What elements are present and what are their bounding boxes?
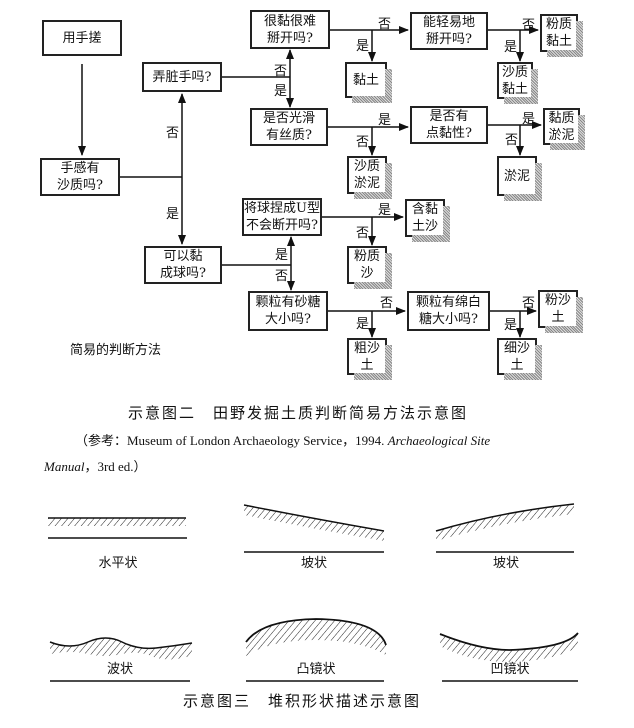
shape-label-horizontal: 水平状: [98, 556, 138, 571]
result-label: 粉沙 土: [540, 292, 576, 326]
label-yes: 是: [522, 112, 536, 127]
reference-title-cont: Manual: [44, 459, 85, 474]
label-no: 否: [275, 269, 289, 284]
node-gritty: 手感有 沙质吗?: [40, 158, 120, 196]
shape-horizontal: [48, 517, 187, 539]
label-no: 否: [356, 135, 370, 150]
label-no: 否: [505, 133, 519, 148]
node-fine-sugar: 颗粒有绵白 糖大小吗?: [407, 291, 490, 331]
label-no: 否: [356, 226, 370, 241]
result-label: 粗沙 土: [349, 340, 385, 373]
node-dirty: 弄脏手吗?: [142, 62, 222, 92]
result-silty-sand: 粉质 沙: [347, 246, 392, 289]
label-no: 否: [522, 18, 536, 33]
shape-slope-up: [435, 503, 575, 553]
result-silty-sand-soil: 粉沙 土: [538, 290, 583, 333]
result-label: 淤泥: [499, 158, 535, 194]
node-sticky-hard: 很黏很难 掰开吗?: [250, 10, 330, 49]
shape-concave: [439, 632, 579, 682]
node-u-shape: 将球捏成U型 不会断开吗?: [242, 198, 322, 236]
label-yes: 是: [356, 39, 370, 54]
shape-wave: [49, 637, 193, 682]
result-label: 粉质 黏土: [542, 16, 576, 50]
node-easy-split: 能轻易地 掰开吗?: [410, 12, 488, 50]
label-yes: 是: [504, 40, 518, 55]
result-label: 粉质 沙: [349, 248, 385, 282]
result-label: 黏质 淤泥: [545, 110, 578, 143]
result-sandy-clay: 沙质 黏土: [497, 62, 538, 104]
reference-suffix: ，3rd ed.）: [84, 459, 147, 474]
label-no: 否: [274, 64, 288, 79]
label-yes: 是: [356, 317, 370, 332]
result-coarse-sand: 粗沙 土: [347, 338, 392, 380]
shape-label-wave: 波状: [106, 662, 133, 677]
shape-label-concave: 凹镜状: [490, 662, 530, 677]
result-clayey-silt: 黏质 淤泥: [543, 108, 585, 150]
label-yes: 是: [275, 248, 289, 263]
figure2-caption: 示意图二 田野发掘土质判断简易方法示意图: [128, 404, 469, 422]
result-label: 沙质 淤泥: [349, 158, 385, 192]
node-rub: 用手搓: [42, 20, 122, 56]
label-yes: 是: [274, 84, 288, 99]
reference-line1: （参考：Museum of London Archaeology Service…: [75, 430, 490, 449]
reference-prefix: （参考：Museum of London Archaeology Service…: [75, 433, 388, 448]
result-label: 沙质 黏土: [499, 64, 531, 97]
node-ball: 可以黏 成球吗?: [144, 246, 222, 284]
shape-slope-down: [243, 504, 385, 553]
result-silty-clay: 粉质 黏土: [540, 14, 583, 57]
shape-convex: [245, 618, 387, 682]
method-label: 简易的判断方法: [70, 343, 162, 358]
label-yes: 是: [378, 203, 392, 218]
reference-title: Archaeological Site: [387, 433, 491, 448]
label-no: 否: [380, 296, 394, 311]
result-clayey-sand: 含黏 土沙: [405, 199, 450, 242]
result-label: 细沙 土: [499, 340, 535, 373]
figure3-caption: 示意图三 堆积形状描述示意图: [183, 692, 422, 710]
result-sandy-silt: 沙质 淤泥: [347, 156, 392, 199]
result-fine-sand: 细沙 土: [497, 338, 542, 380]
label-yes: 是: [504, 318, 518, 333]
label-no: 否: [166, 126, 180, 141]
label-no: 否: [522, 296, 536, 311]
reference-line2: Manual，3rd ed.）: [44, 456, 147, 475]
result-silt: 淤泥: [497, 156, 542, 201]
result-label: 含黏 土沙: [407, 201, 443, 235]
shape-label-convex: 凸镜状: [296, 662, 336, 677]
label-yes: 是: [378, 113, 392, 128]
shape-label-slope: 坡状: [492, 556, 519, 571]
result-clay: 黏土: [345, 62, 392, 103]
node-smooth-silky: 是否光滑 有丝质?: [250, 108, 328, 146]
shape-label-slope: 坡状: [300, 556, 327, 571]
label-no: 否: [378, 17, 392, 32]
node-slightly-sticky: 是否有 点黏性?: [410, 106, 488, 144]
node-sugar: 颗粒有砂糖 大小吗?: [248, 291, 328, 331]
result-label: 黏土: [347, 64, 385, 96]
label-yes: 是: [166, 207, 180, 222]
